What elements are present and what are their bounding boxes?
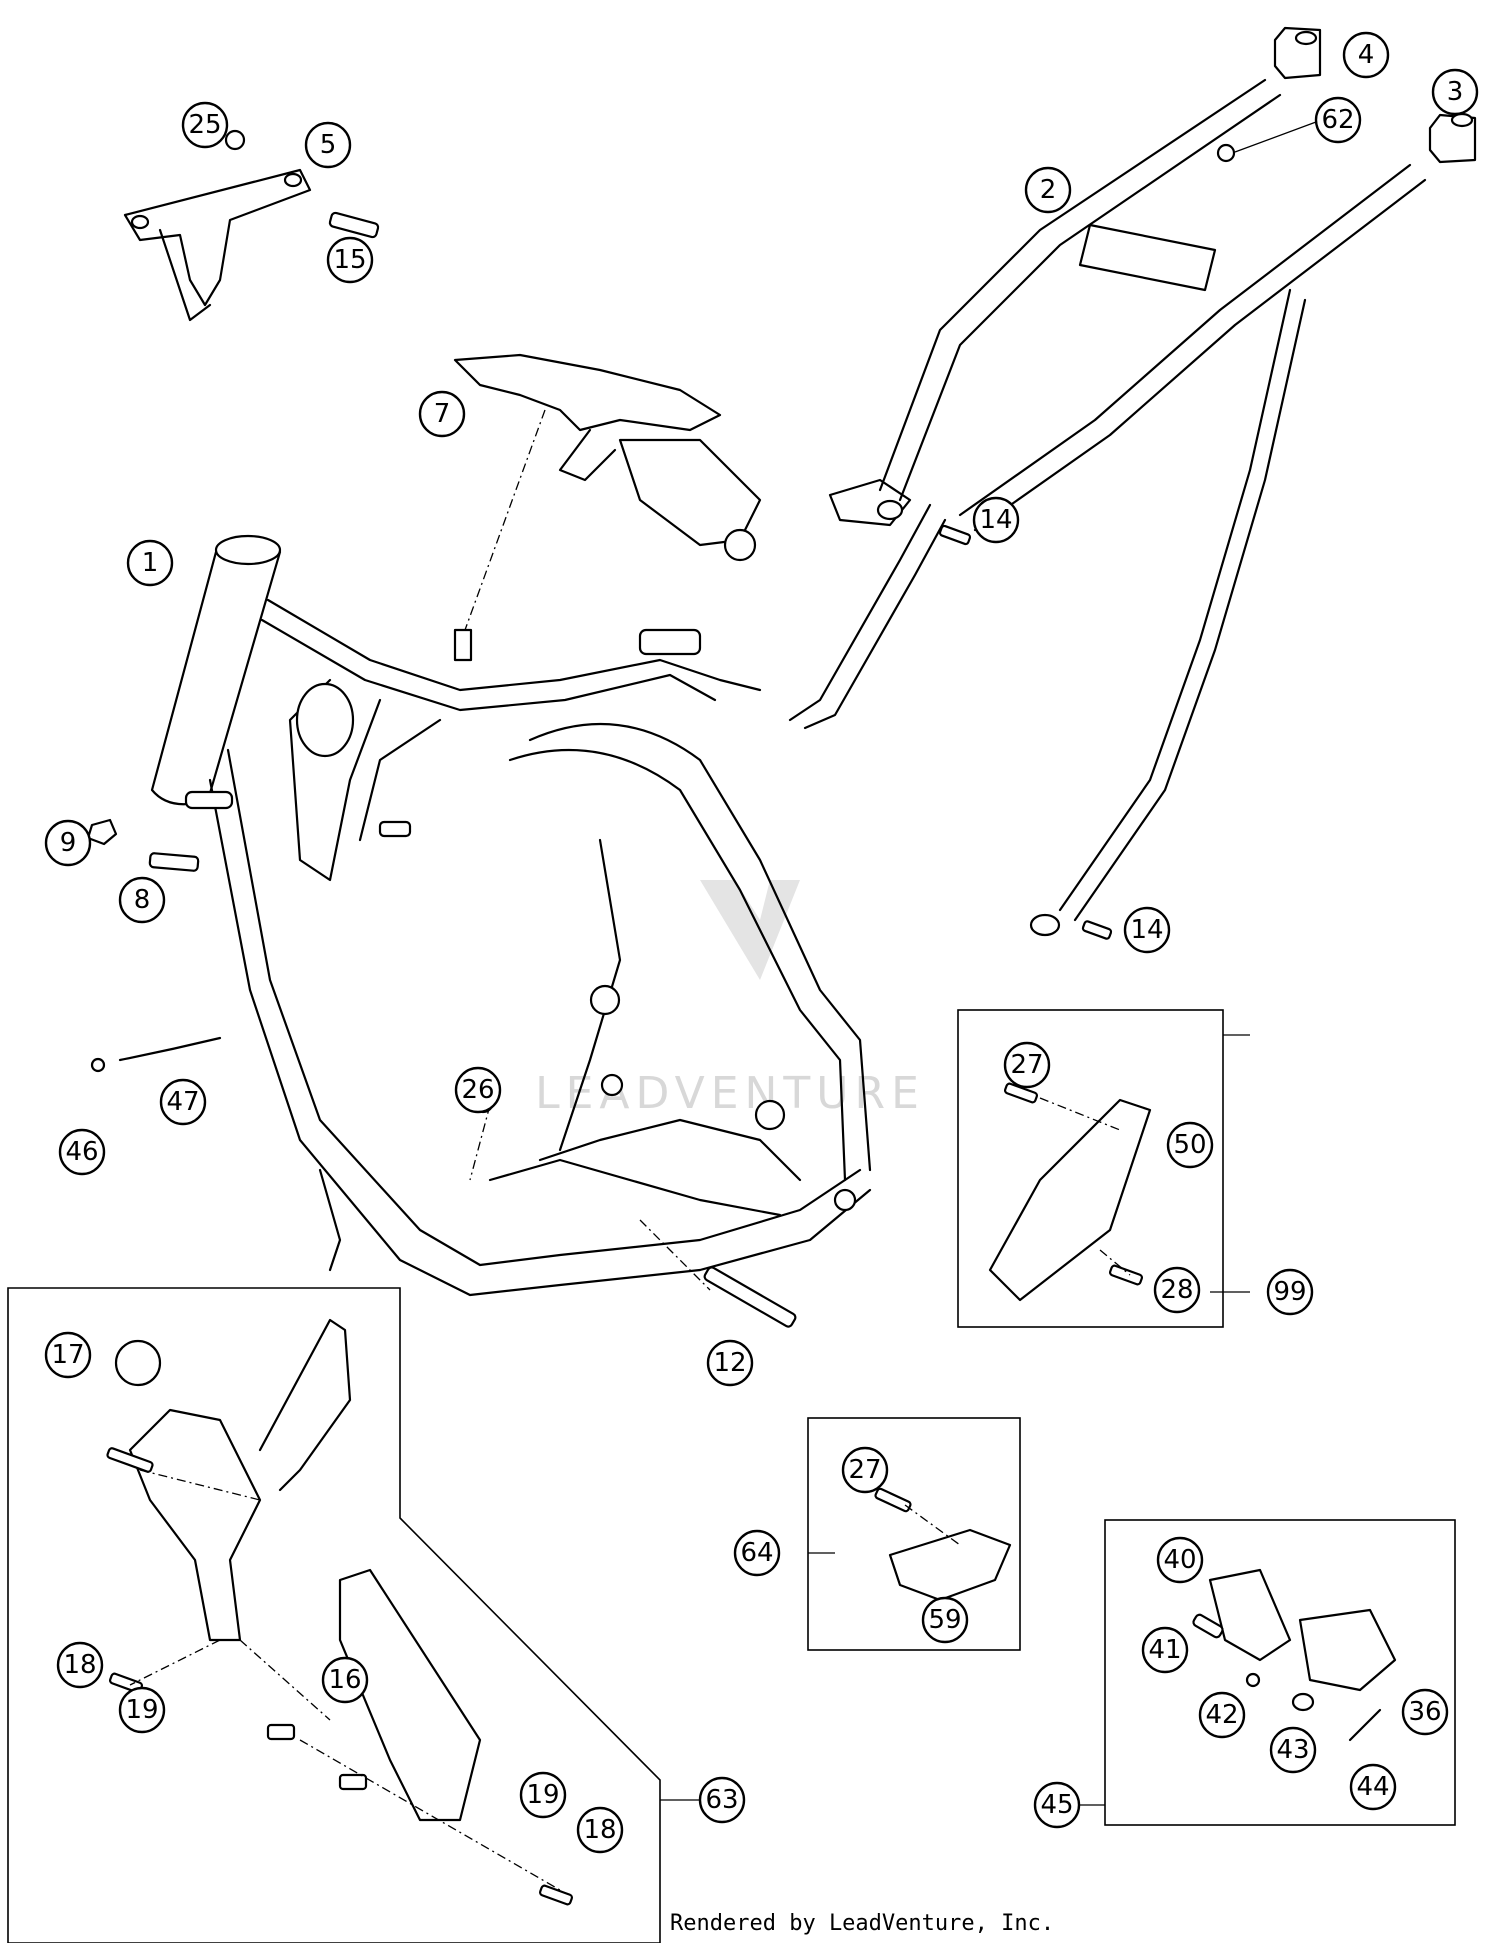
callout-14b-label: 14 [1130,915,1163,945]
watermark: LEADVENTURE [535,880,925,1119]
callout-43: 43 [1269,1726,1317,1774]
callout-50-label: 50 [1173,1130,1206,1160]
callout-19a: 19 [118,1686,166,1734]
fasteners [86,129,1236,1328]
guide-50 [988,1082,1152,1302]
callout-44: 44 [1349,1763,1397,1811]
callout-59: 59 [921,1596,969,1644]
callout-14b: 14 [1123,906,1171,954]
callout-62-label: 62 [1321,105,1354,135]
callout-8: 8 [118,876,166,924]
callout-1: 1 [126,539,174,587]
end-cap-4 [1273,26,1322,80]
footpegs [1192,1568,1397,1742]
callout-14a: 14 [972,496,1020,544]
callout-14a-label: 14 [979,505,1012,535]
callout-59-label: 59 [928,1605,961,1635]
callout-19a-label: 19 [125,1695,158,1725]
callout-15: 15 [326,236,374,284]
callout-25: 25 [181,101,229,149]
callout-41: 41 [1141,1626,1189,1674]
callout-62: 62 [1314,96,1362,144]
watermark-text: LEADVENTURE [535,1068,925,1119]
callout-17: 17 [44,1331,92,1379]
callout-8-label: 8 [134,885,151,915]
callout-12: 12 [706,1339,754,1387]
guide-59 [874,1487,1012,1602]
callout-16-label: 16 [328,1665,361,1695]
callout-99: 99 [1266,1268,1314,1316]
assembly-lines [129,409,1131,1891]
callout-27a-label: 27 [1010,1050,1043,1080]
callout-7: 7 [418,390,466,438]
callout-99-label: 99 [1273,1277,1306,1307]
callout-18a: 18 [56,1641,104,1689]
callout-19b-label: 19 [526,1780,559,1810]
callout-9-label: 9 [60,828,77,858]
callout-4-label: 4 [1358,40,1375,70]
callout-47: 47 [159,1078,207,1126]
callout-64-label: 64 [740,1538,773,1568]
kit-box-64 [807,1417,1021,1651]
footer-credit: Rendered by LeadVenture, Inc. [670,1911,1054,1936]
callout-50: 50 [1166,1121,1214,1169]
callout-9: 9 [44,819,92,867]
callout-64: 64 [733,1529,781,1577]
frame-guard-kit [106,1318,574,1906]
callout-44-label: 44 [1356,1772,1389,1802]
callout-18b-label: 18 [583,1815,616,1845]
bracket-5 [123,168,312,322]
callout-45-label: 45 [1040,1790,1073,1820]
callout-16: 16 [321,1656,369,1704]
callout-45: 45 [1033,1781,1081,1829]
callout-2-label: 2 [1040,175,1057,205]
callout-28: 28 [1153,1266,1201,1314]
kit-box-99 [957,1009,1224,1328]
callout-43-label: 43 [1276,1735,1309,1765]
subframe [788,78,1427,937]
callout-12-label: 12 [713,1348,746,1378]
callout-15-label: 15 [333,245,366,275]
callout-27b-label: 27 [848,1455,881,1485]
callout-2: 2 [1024,166,1072,214]
callout-26-label: 26 [461,1075,494,1105]
callout-42-label: 42 [1205,1700,1238,1730]
callout-5-label: 5 [320,130,337,160]
callout-63: 63 [698,1776,746,1824]
bracket-7 [453,353,762,562]
callout-18a-label: 18 [63,1650,96,1680]
callout-17-label: 17 [51,1340,84,1370]
callout-18b: 18 [576,1806,624,1854]
callout-46-label: 46 [65,1137,98,1167]
callout-36: 36 [1401,1688,1449,1736]
callout-3-label: 3 [1447,77,1464,107]
callout-63-label: 63 [705,1785,738,1815]
callout-4: 4 [1342,31,1390,79]
callout-5: 5 [304,121,352,169]
callout-1-label: 1 [142,548,159,578]
main-frame [150,534,872,1297]
callout-26: 26 [454,1066,502,1114]
callout-3: 3 [1431,68,1479,116]
callout-27a: 27 [1003,1041,1051,1089]
end-cap-3 [1428,112,1477,164]
callout-41-label: 41 [1148,1635,1181,1665]
callout-42: 42 [1198,1691,1246,1739]
callout-25-label: 25 [188,110,221,140]
kit-box-45 [1104,1519,1456,1826]
callout-7-label: 7 [434,399,451,429]
callout-19b: 19 [519,1771,567,1819]
leader-lines [660,121,1317,1806]
callout-40: 40 [1156,1536,1204,1584]
callout-40-label: 40 [1163,1545,1196,1575]
callout-28-label: 28 [1160,1275,1193,1305]
kit-box-63 [7,1287,661,1943]
callout-36-label: 36 [1408,1697,1441,1727]
callout-27b: 27 [841,1446,889,1494]
callout-46: 46 [58,1128,106,1176]
callout-47-label: 47 [166,1087,199,1117]
